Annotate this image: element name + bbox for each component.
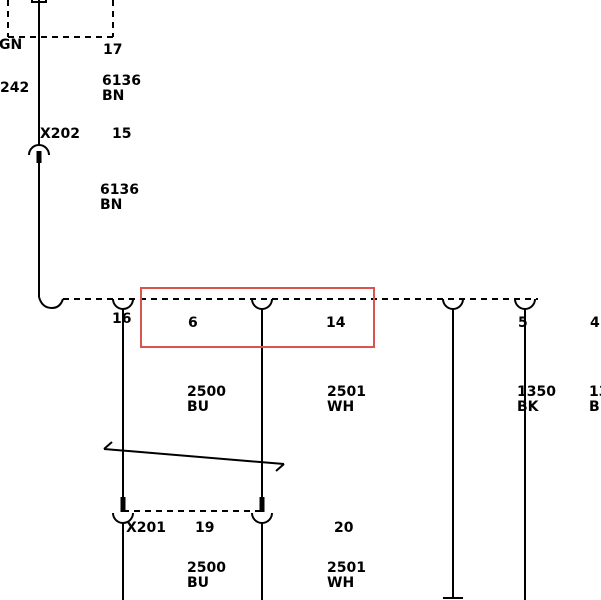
label-pin-17: 17	[103, 42, 123, 58]
label-gn: GN	[0, 37, 23, 53]
connector-x201-female-2501-icon	[251, 512, 273, 524]
label-pin-6: 6	[188, 315, 198, 331]
label-circuit-1350: 1350 BK	[517, 384, 556, 415]
label-circuit-2501-upper: 2501 WH	[327, 384, 366, 415]
label-circuit-2501-lower: 2501 WH	[327, 560, 366, 591]
label-pin-16: 16	[112, 311, 132, 327]
top-component-box	[7, 0, 114, 38]
label-connector-x201: X201	[126, 520, 167, 536]
label-pin-20: 20	[334, 520, 354, 536]
label-circuit-13-fragment: 13 B	[589, 384, 601, 415]
connector-x202-female-icon	[28, 144, 50, 156]
label-circuit-2500-lower: 2500 BU	[187, 560, 226, 591]
twisted-pair-indicator	[103, 441, 285, 472]
label-pin-4: 4	[590, 315, 600, 331]
label-circuit-2500-upper: 2500 BU	[187, 384, 226, 415]
highlight-box	[140, 287, 375, 348]
label-pin-15: 15	[112, 126, 132, 142]
splice-tap-gnd-icon	[442, 298, 464, 310]
splice-tap-5-icon	[514, 298, 536, 310]
wire-6136-corner	[38, 296, 64, 310]
label-pin-5: 5	[518, 315, 528, 331]
label-connector-x202: X202	[40, 126, 81, 142]
label-wire-242: 242	[0, 80, 30, 96]
splice-tap-16-icon	[112, 298, 134, 310]
label-circuit-6136-upper: 6136 BN	[102, 73, 141, 104]
label-pin-14: 14	[326, 315, 346, 331]
label-pin-19: 19	[195, 520, 215, 536]
splice-tap-14-icon	[251, 298, 273, 310]
label-circuit-6136-lower: 6136 BN	[100, 182, 139, 213]
